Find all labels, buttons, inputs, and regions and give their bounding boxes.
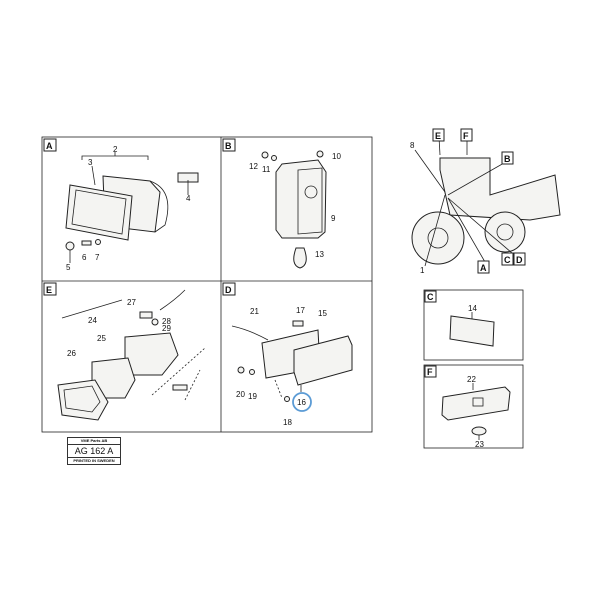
highlight-circle	[292, 392, 312, 412]
panel-label-e: E	[46, 285, 52, 295]
callout-7: 7	[95, 253, 100, 262]
callout-27: 27	[127, 298, 136, 307]
callout-25: 25	[97, 334, 106, 343]
callout-18: 18	[283, 418, 292, 427]
callout-8: 8	[410, 141, 415, 150]
panel-e: E 27 28 29 24 25 26	[43, 282, 206, 421]
panel-label-f: F	[427, 367, 433, 377]
callout-29: 29	[162, 324, 171, 333]
callout-19: 19	[248, 392, 257, 401]
bulb	[293, 247, 307, 269]
overview-label-f: F	[463, 131, 469, 141]
front-wheel	[411, 211, 465, 265]
main-frame	[41, 136, 373, 433]
work-lamp-frame	[57, 379, 109, 421]
callout-28: 28	[162, 317, 171, 326]
callout-20: 20	[236, 390, 245, 399]
callout-13: 13	[315, 250, 324, 259]
panel-f: F 22 23	[423, 364, 524, 449]
callout-14: 14	[468, 304, 477, 313]
callout-22: 22	[467, 375, 476, 384]
callout-23: 23	[475, 440, 484, 449]
panel-label-a: A	[46, 141, 53, 151]
callout-24: 24	[88, 316, 97, 325]
rear-wheel	[484, 211, 526, 253]
reflector	[449, 315, 495, 347]
callout-4: 4	[186, 194, 191, 203]
bulb	[471, 426, 487, 436]
overview-label-c: C	[504, 255, 511, 265]
callout-21: 21	[250, 307, 259, 316]
loader-body	[439, 157, 561, 221]
interior-lamp	[441, 386, 511, 421]
callout-16[interactable]: 16	[297, 398, 306, 407]
callout-11: 11	[262, 165, 271, 174]
panel-c: C 14	[423, 289, 524, 361]
overview-label-b: B	[504, 154, 511, 164]
stamp-code: AG 162 A	[68, 445, 120, 458]
callout-17: 17	[296, 306, 305, 315]
callout-1: 1	[420, 266, 425, 275]
stamp-company: VME Parts AB	[68, 438, 120, 445]
callout-26: 26	[67, 349, 76, 358]
marker-lamp	[275, 159, 327, 239]
callout-15: 15	[318, 309, 327, 318]
callout-2: 2	[113, 145, 118, 154]
panel-label-c: C	[427, 292, 434, 302]
stamp-printed: PRINTED IN SWEDEN	[73, 458, 115, 463]
callout-10: 10	[332, 152, 341, 161]
overview-label-d: D	[516, 255, 523, 265]
drawing-stamp: VME Parts AB AG 162 A PRINTED IN SWEDEN	[67, 437, 121, 465]
lamp-lens	[293, 335, 353, 386]
overview-label-a: A	[480, 263, 487, 273]
callout-12: 12	[249, 162, 258, 171]
work-lamp-housing	[124, 332, 179, 376]
panel-b: B 10 11 12 9 13	[222, 138, 341, 269]
callout-3: 3	[88, 158, 93, 167]
panel-label-b: B	[225, 141, 232, 151]
overview-label-e: E	[435, 131, 441, 141]
callout-6: 6	[82, 253, 87, 262]
panel-a: A 2 3 4 5 6 7	[43, 138, 199, 272]
panel-label-d: D	[225, 285, 232, 295]
callout-5: 5	[66, 263, 71, 272]
machine-overview: E F B A C D 8 1	[410, 128, 561, 275]
panel-d: D 21 17 15 20 19 16 18	[222, 282, 353, 427]
callout-9: 9	[331, 214, 336, 223]
